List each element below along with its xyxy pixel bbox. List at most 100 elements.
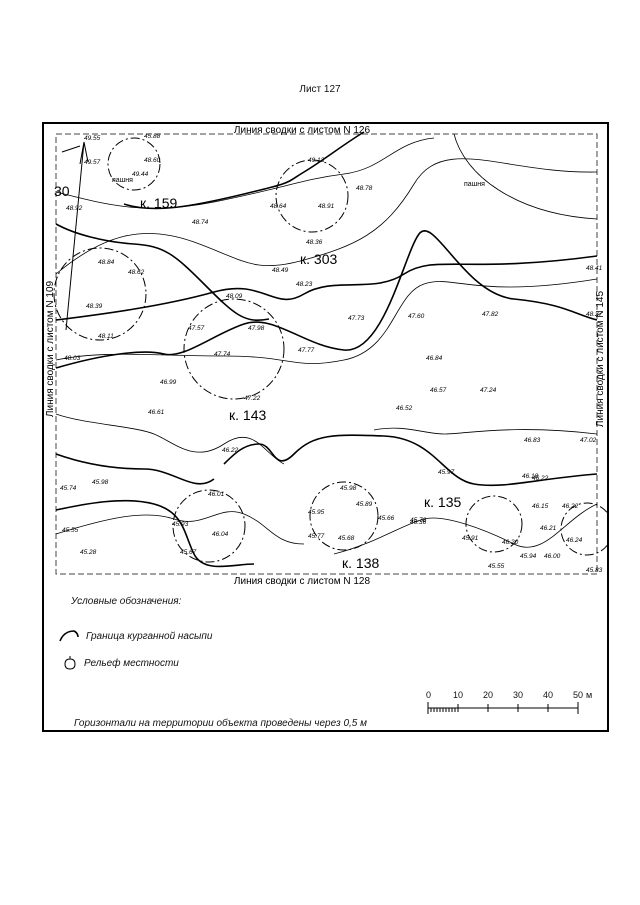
- elevation-mark: 46.21: [540, 525, 557, 532]
- elevation-mark: 45.83: [586, 567, 603, 574]
- elevation-mark: 48.03: [64, 355, 81, 362]
- elevation-mark: 46.84: [426, 355, 443, 362]
- kurgan-label: к. 143: [229, 407, 266, 423]
- elevation-mark: 45.28: [80, 549, 97, 556]
- border-label-top: Линия сводки с листом N 126: [234, 125, 371, 136]
- legend-label: Рельеф местности: [84, 657, 179, 669]
- elevation-mark: 48.62: [128, 269, 145, 276]
- elevation-mark: 45.97: [438, 469, 455, 476]
- terrain-relief: [61, 141, 89, 331]
- legend-label: Граница курганной насыпи: [86, 630, 213, 642]
- contour-line: [55, 158, 598, 275]
- contour-label: 30: [54, 183, 70, 199]
- elevation-mark: 47.74: [214, 351, 231, 358]
- scale-bar: 0 10 20 30 40 50 м: [426, 690, 594, 724]
- index-contour: [55, 230, 598, 369]
- contour-line: [373, 427, 598, 435]
- elevation-mark: 47.60: [408, 313, 425, 320]
- scale-tick: 50: [573, 690, 584, 700]
- border-label-left: Линия сводки с листом N 109: [45, 280, 56, 417]
- kurgan-boundary: [107, 137, 161, 191]
- contour-line: [333, 503, 598, 555]
- kurgan-boundary-icon: [59, 630, 79, 642]
- terrain-relief-icon: [64, 656, 76, 670]
- kurgan-label: к. 159: [140, 195, 177, 211]
- elevation-mark: 47.57: [188, 325, 205, 332]
- elevation-mark: 46.24: [566, 537, 583, 544]
- kurgan-label: к. 138: [342, 555, 379, 571]
- kurgan-boundary: [465, 495, 523, 553]
- elevation-mark: 48.27: [586, 311, 603, 318]
- elevation-mark: 47.77: [298, 347, 315, 354]
- scale-tick: 0: [426, 690, 432, 700]
- index-contour: [55, 255, 598, 321]
- elevation-mark: 45.88: [144, 133, 161, 140]
- elevation-mark: 46.83: [524, 437, 541, 444]
- elevation-mark: 45.55: [62, 527, 79, 534]
- elevation-mark: 45.98: [340, 485, 357, 492]
- elevation-mark: 46.01: [208, 491, 225, 498]
- elevation-mark: 48.39: [86, 303, 103, 310]
- elevation-mark: 48.11: [98, 333, 114, 340]
- elevation-mark: 47.24: [480, 387, 497, 394]
- elevation-mark: 48.36: [306, 239, 323, 246]
- elevation-mark: 47.98: [248, 325, 265, 332]
- index-contour: [55, 499, 255, 568]
- elevation-mark: 48.84: [98, 259, 115, 266]
- elevation-mark: 46.04: [212, 531, 229, 538]
- elevation-mark: 45.68: [338, 535, 355, 542]
- elevation-mark: 45.89: [356, 501, 373, 508]
- kurgan-boundary: [275, 159, 349, 233]
- elevation-mark: 48.49: [272, 267, 289, 274]
- index-contour: [223, 434, 598, 487]
- contour-line: [55, 137, 435, 209]
- elevation-mark: 48.64: [270, 203, 287, 210]
- map-frame: Линия сводки с листом N 126 Линия сводки…: [42, 122, 614, 732]
- elevation-mark: 48.09: [226, 293, 243, 300]
- elevation-mark: 46.15: [532, 503, 549, 510]
- elevation-mark: 48.74: [192, 219, 209, 226]
- elevation-mark: 45.95: [308, 509, 325, 516]
- elevation-mark: 46.57: [430, 387, 447, 394]
- elevation-mark: 49.13: [308, 157, 325, 164]
- scale-tick: 40: [543, 690, 554, 700]
- elevation-mark: 47.02: [580, 437, 597, 444]
- kurgan-boundary: [53, 247, 147, 341]
- elevation-mark: 45.77: [308, 533, 325, 540]
- elevation-mark: 45.94: [520, 553, 537, 560]
- scale-tick: 20: [483, 690, 494, 700]
- contour-interval-note: Горизонтали на территории объекта провед…: [74, 718, 368, 729]
- elevation-mark: 45.78: [410, 517, 427, 524]
- elevation-mark: 46.52: [396, 405, 413, 412]
- elevation-mark: 48.91: [318, 203, 335, 210]
- topographic-map: Линия сводки с листом N 126 Линия сводки…: [45, 125, 614, 587]
- elevation-mark: 47.22: [244, 395, 261, 402]
- land-use-label: пашня: [112, 177, 133, 184]
- survey-boundary: [55, 133, 598, 575]
- scale-tick: 10: [453, 690, 464, 700]
- scale-unit: м: [586, 690, 593, 700]
- elevation-mark: 45.74: [60, 485, 77, 492]
- elevation-mark: 46.61: [148, 409, 165, 416]
- border-label-bottom: Линия сводки с листом N 128: [234, 576, 371, 587]
- sheet-title: Лист 127: [299, 84, 341, 95]
- elevation-mark: 46.22: [562, 503, 579, 510]
- kurgan-boundary: [172, 489, 246, 563]
- border-label-right: Линия сводки с листом N 145: [595, 290, 606, 427]
- elevation-mark: 45.66: [378, 515, 395, 522]
- index-contour: [55, 453, 215, 485]
- legend-item-relief: Рельеф местности: [62, 654, 179, 672]
- elevation-mark: 45.67: [180, 549, 197, 556]
- index-contour: [55, 223, 270, 321]
- elevation-mark: 46.99: [160, 379, 177, 386]
- contour-line: [55, 413, 285, 465]
- elevation-mark: 46.18: [522, 473, 539, 480]
- elevation-mark: 49.57: [84, 159, 101, 166]
- elevation-mark: 49.55: [84, 135, 101, 142]
- elevation-mark: 48.41: [586, 265, 603, 272]
- kurgan-label: к. 135: [424, 494, 461, 510]
- elevation-mark: 46.36: [410, 519, 427, 526]
- kurgan-label: к. 303: [300, 251, 337, 267]
- contour-line: [55, 278, 598, 364]
